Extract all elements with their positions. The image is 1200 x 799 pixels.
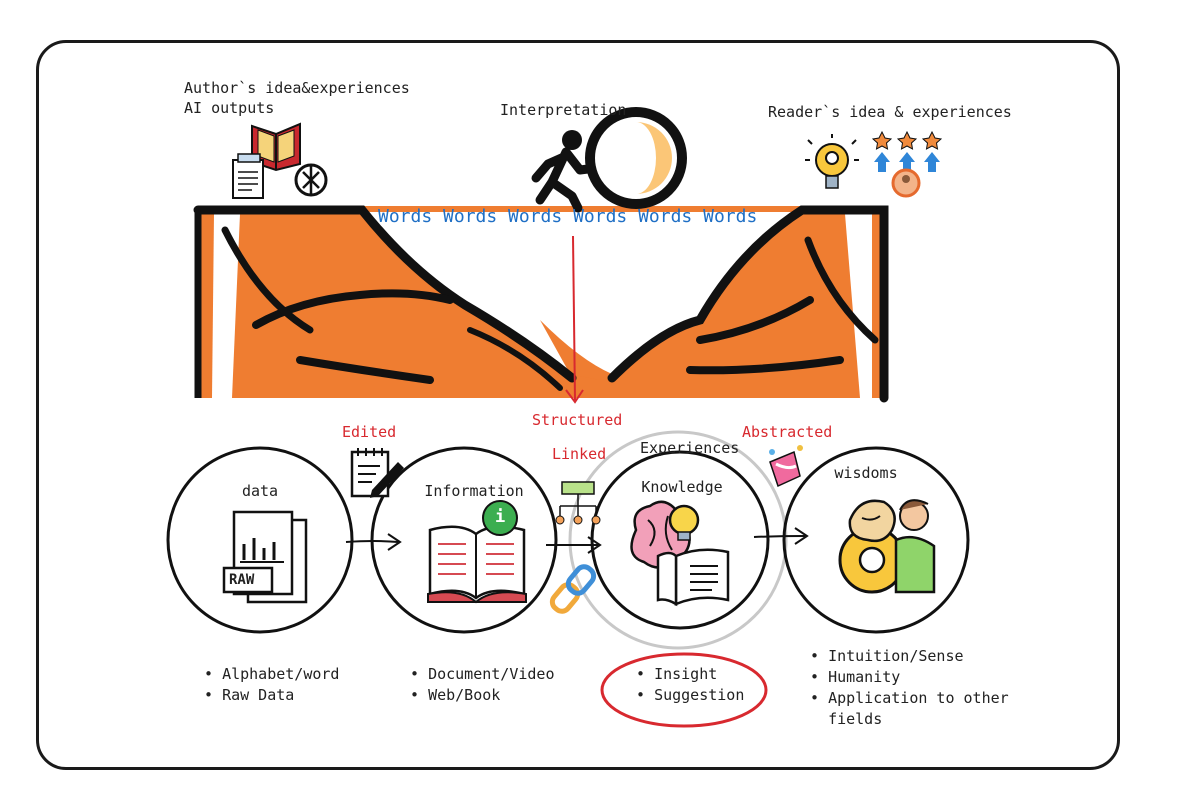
knowledge-stage-label: Knowledge <box>641 478 723 496</box>
highlight-ellipse <box>600 652 768 728</box>
bullet-item: • Web/Book <box>410 686 501 704</box>
lightbulb-gear-icon <box>805 134 859 189</box>
information-stage-label: Information <box>424 482 524 500</box>
walking-person-icon <box>531 130 601 213</box>
bullet-item: • Insight <box>636 665 718 683</box>
bullet-item: • Humanity <box>810 668 901 686</box>
edited-label: Edited <box>342 423 397 441</box>
raw-badge-text: RAW <box>229 572 255 588</box>
bullet-item: • Raw Data <box>204 686 295 704</box>
notepad-pencil-icon <box>350 448 404 498</box>
interpretation-label: Interpretation <box>500 101 627 119</box>
structured-label: Structured <box>532 411 623 429</box>
wisdom-mentor-icon <box>838 499 936 594</box>
bullet-item: • Alphabet/word <box>204 665 340 683</box>
rating-growth-icon <box>871 130 943 198</box>
author-label-line2: AI outputs <box>184 99 275 117</box>
linked-label: Linked <box>552 445 607 463</box>
wisdoms-circle <box>782 446 970 634</box>
canyon-illustration <box>193 205 889 403</box>
chain-link-icon <box>549 564 597 614</box>
brain-idea-book-icon <box>630 500 730 607</box>
bullet-item: • Application to other <box>810 689 1009 707</box>
info-badge-text: i <box>495 507 506 527</box>
words-banner: Words Words Words Words Words Words <box>378 206 758 227</box>
data-bullets: • Alphabet/word • Raw Data <box>204 664 339 706</box>
data-stage-label: data <box>241 482 279 500</box>
data-circle <box>166 446 354 634</box>
bullet-item: • Document/Video <box>410 665 555 683</box>
stage-circles <box>166 430 970 650</box>
bullet-item: • Intuition/Sense <box>810 647 964 665</box>
experiences-label: Experiences <box>640 439 740 457</box>
wisdoms-stage-label: wisdoms <box>834 464 898 482</box>
wisdoms-bullets: • Intuition/Sense • Humanity • Applicati… <box>810 646 1009 730</box>
abstract-shapes-icon <box>769 445 803 488</box>
bullet-item: fields <box>828 710 883 728</box>
raw-data-icon <box>222 510 308 604</box>
magnifier-icon <box>585 107 687 209</box>
abstracted-label: Abstracted <box>742 423 833 441</box>
information-bullets: • Document/Video • Web/Book <box>410 664 555 706</box>
reader-label: Reader`s idea & experiences <box>768 103 1012 121</box>
book-icon <box>251 122 301 172</box>
document-icon <box>232 153 264 199</box>
author-label-line1: Author`s idea&experiences <box>184 79 410 97</box>
network-hierarchy-icon <box>555 481 601 525</box>
interpretation-arrow <box>565 235 584 404</box>
information-circle <box>370 446 558 634</box>
openai-logo-icon <box>294 163 328 197</box>
bullet-item: • Suggestion <box>636 686 745 704</box>
stage-arrows <box>345 527 809 554</box>
knowledge-bullets: • Insight • Suggestion <box>636 664 744 706</box>
experiences-circle <box>568 430 788 650</box>
open-book-info-icon <box>427 500 527 604</box>
